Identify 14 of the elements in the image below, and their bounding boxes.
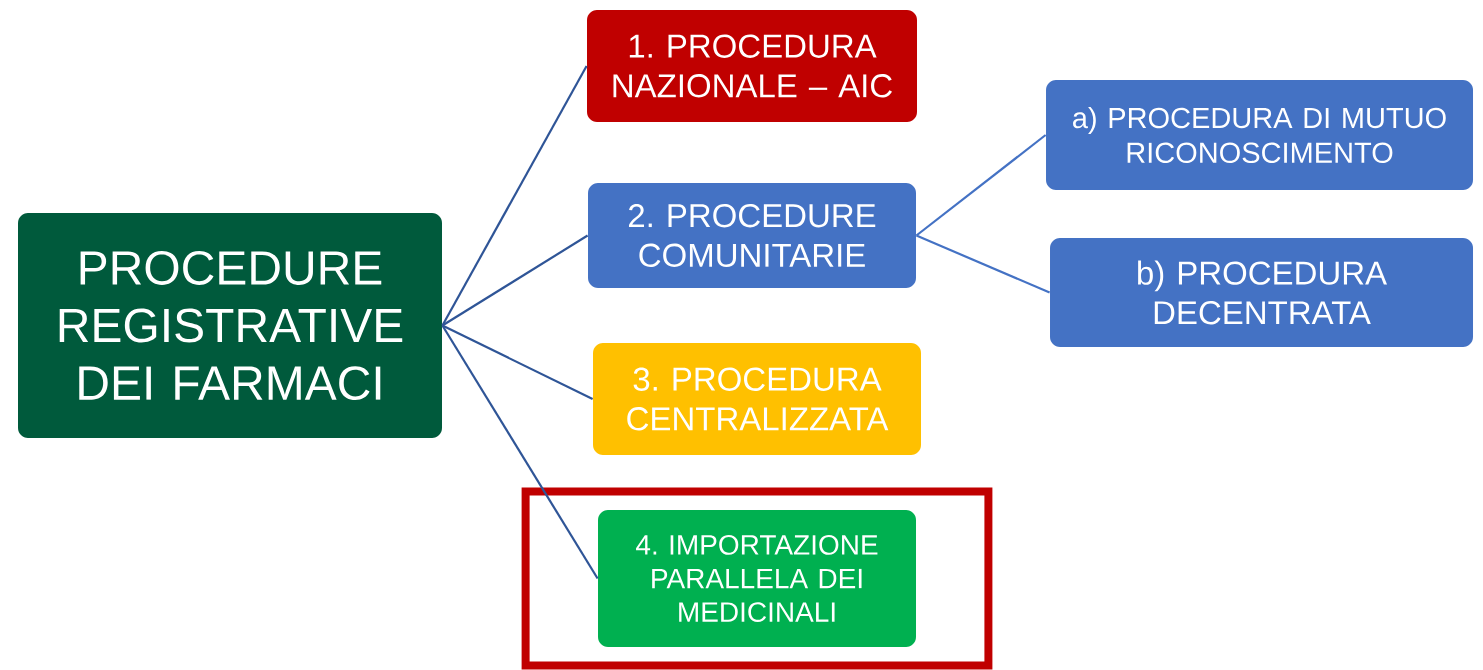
highlight-frame — [521, 487, 993, 670]
connector-line — [441, 324, 594, 400]
process-box: b) PROCEDURA DECENTRATA — [1050, 238, 1473, 347]
connector-line — [441, 324, 599, 580]
connector-line — [441, 234, 589, 327]
connector-line — [441, 65, 588, 327]
process-box: 2. PROCEDURE COMUNITARIE — [588, 183, 916, 288]
connector-line — [915, 134, 1047, 237]
connector-line — [915, 234, 1051, 294]
process-box: 1. PROCEDURA NAZIONALE – AIC — [587, 10, 917, 122]
process-box: 4. IMPORTAZIONE PARALLELA DEI MEDICINALI — [598, 510, 916, 647]
process-box: 3. PROCEDURA CENTRALIZZATA — [593, 343, 921, 455]
process-box: a) PROCEDURA DI MUTUO RICONOSCIMENTO — [1046, 80, 1473, 190]
process-box: PROCEDURE REGISTRATIVE DEI FARMACI — [18, 213, 442, 438]
